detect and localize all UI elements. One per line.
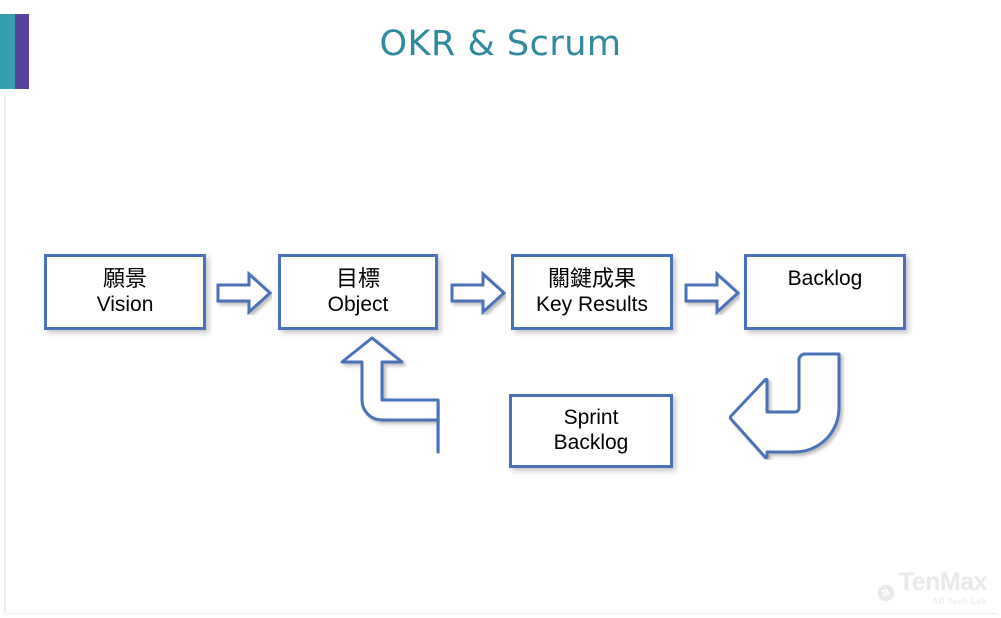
arrow-right-icon-object-to-keyresults (450, 270, 507, 316)
tenmax-logo-wordmark: TenMax (898, 568, 988, 596)
box-vision-label-cn: 願景 (102, 266, 147, 292)
process-box-object[interactable]: 目標 Object (278, 254, 438, 330)
tenmax-logo-mark-icon (877, 584, 895, 602)
process-box-sprint-backlog[interactable]: Sprint Backlog (509, 394, 673, 468)
arrow-right-icon-keyresults-to-backlog (684, 270, 741, 316)
purple-accent-bar (15, 14, 29, 89)
tenmax-logo-tagline: AD Tech Lab (932, 597, 987, 606)
box-object-label-cn: 目標 (335, 266, 380, 292)
teal-accent-bar (0, 14, 15, 89)
box-object-label-en: Object (327, 292, 389, 316)
page-title: OKR & Scrum (379, 24, 622, 64)
tenmax-logo: TenMax AD Tech Lab (877, 568, 988, 606)
slide-bottom-rule (4, 613, 997, 614)
box-sprint-backlog-label-line2: Backlog (553, 431, 629, 454)
bent-arrow-up-icon-sprint-to-object (320, 336, 440, 454)
decorative-corner-bars (0, 14, 29, 89)
box-sprint-backlog-label-line1: Sprint (563, 406, 619, 430)
box-key-results-label-cn: 關鍵成果 (547, 266, 636, 292)
arrow-right-icon-vision-to-object (216, 270, 273, 316)
process-box-key-results[interactable]: 關鍵成果 Key Results (511, 254, 673, 330)
process-box-vision[interactable]: 願景 Vision (44, 254, 206, 330)
process-box-backlog[interactable]: Backlog (744, 254, 906, 330)
box-backlog-label: Backlog (787, 267, 863, 290)
slide-left-rule (4, 96, 6, 612)
box-vision-label-en: Vision (96, 292, 154, 316)
box-key-results-label-en: Key Results (535, 292, 649, 316)
bent-arrow-left-icon-backlog-to-sprint (727, 350, 851, 460)
